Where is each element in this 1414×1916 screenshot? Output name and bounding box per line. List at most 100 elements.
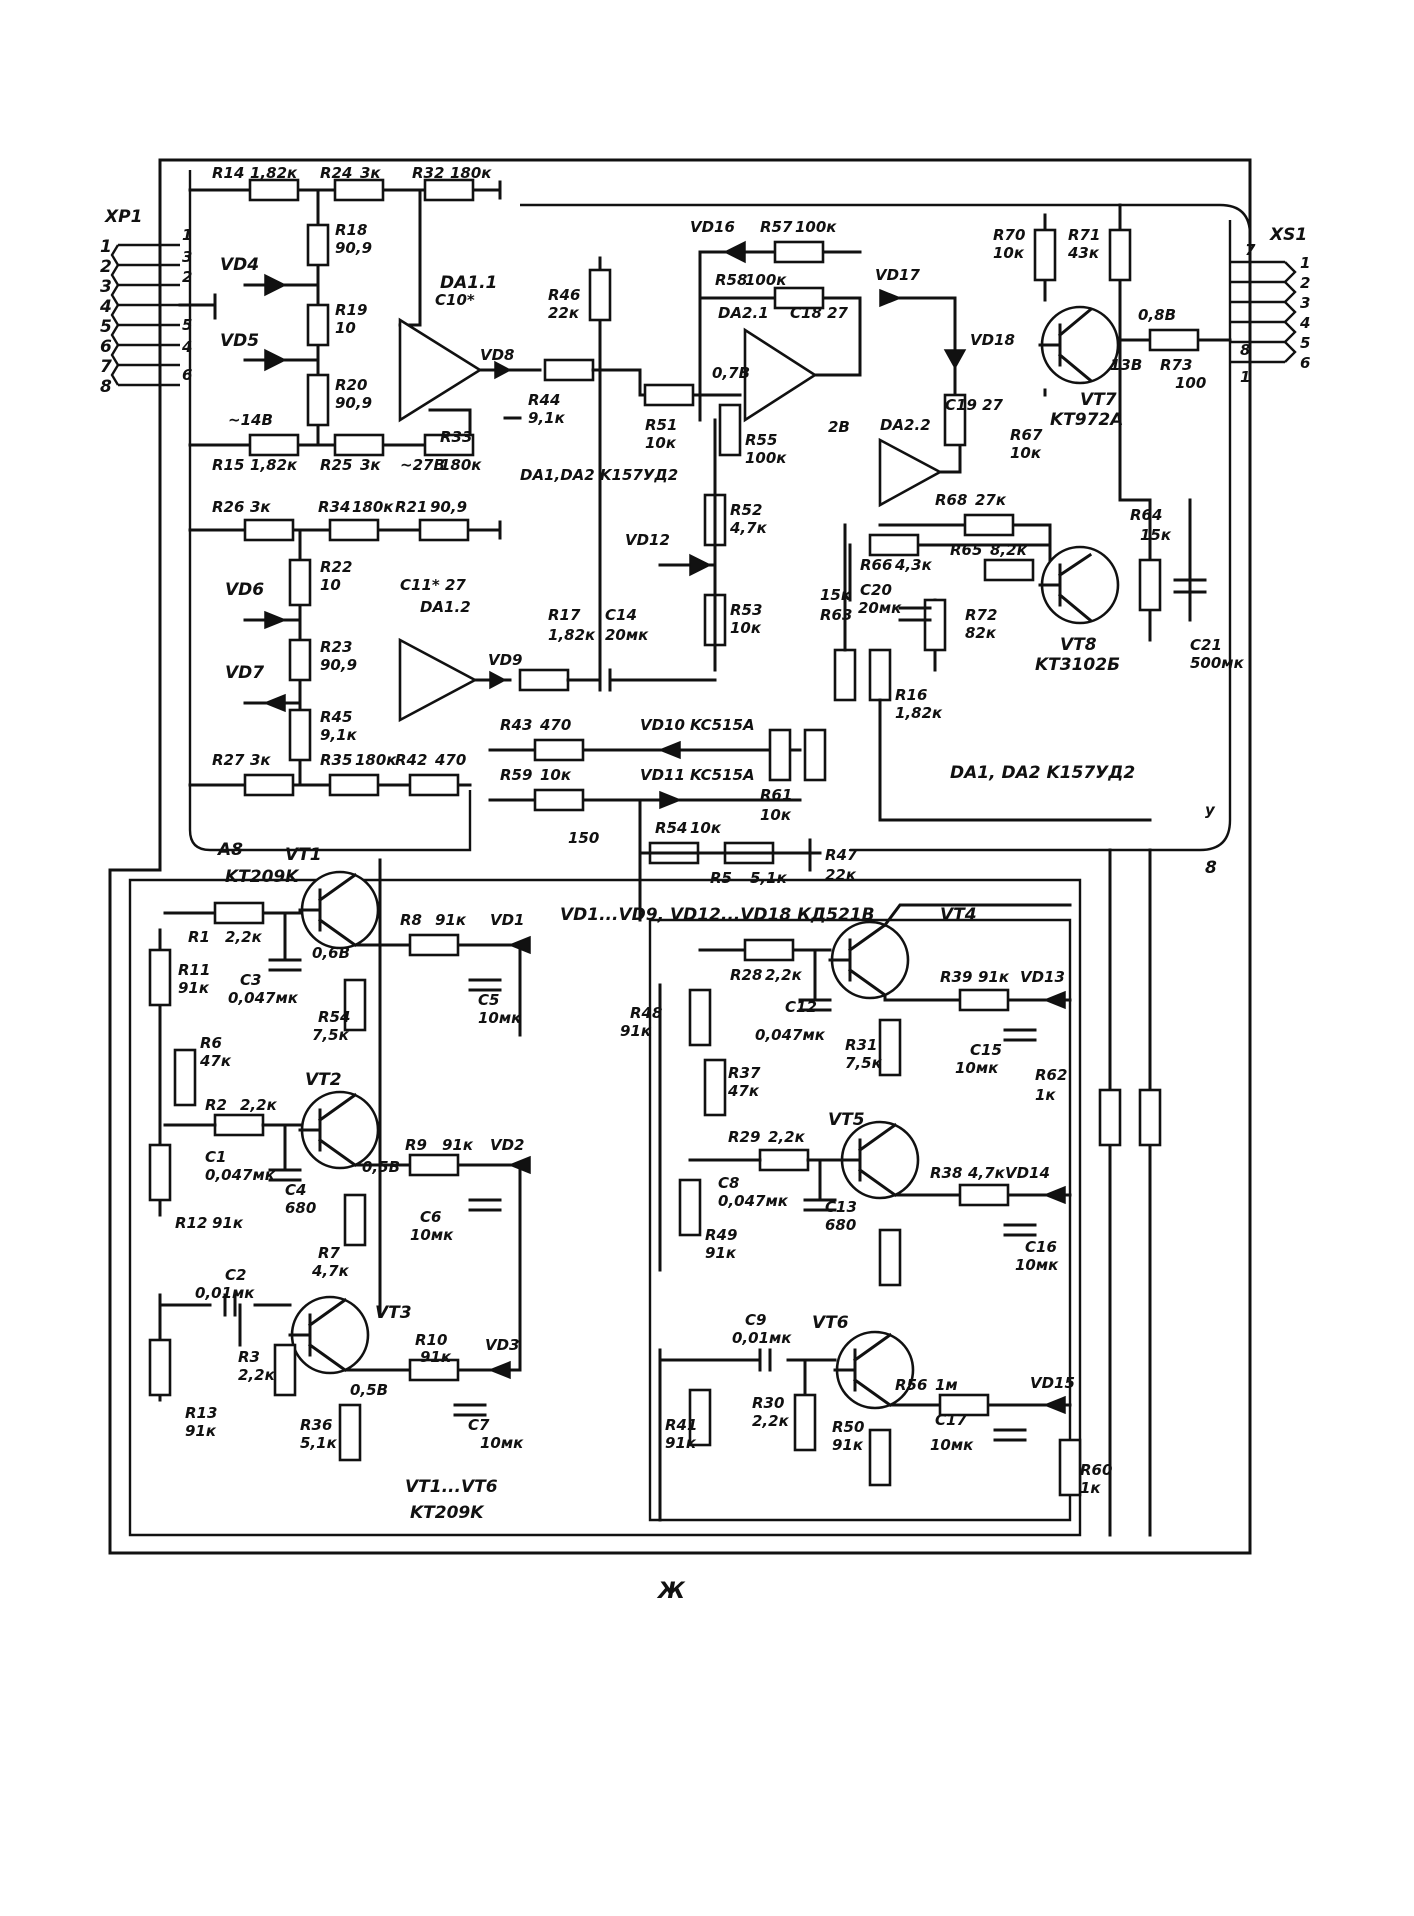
svg-text:R60: R60 [1080,1461,1112,1479]
svg-text:DA2.1: DA2.1 [718,304,769,322]
svg-text:C6: C6 [420,1208,441,1226]
svg-text:47к: 47к [727,1082,760,1100]
svg-text:R54: R54 [318,1008,350,1026]
svg-text:R61: R61 [760,786,792,804]
svg-text:8,2к: 8,2к [990,541,1028,559]
svg-text:0,6В: 0,6В [312,944,350,962]
svg-text:2,2к: 2,2к [768,1128,806,1146]
svg-text:C15: C15 [970,1041,1002,1059]
svg-text:R37: R37 [728,1064,761,1082]
svg-text:5,1к: 5,1к [300,1434,338,1452]
svg-text:VD12: VD12 [625,531,670,549]
svg-text:VT5: VT5 [828,1110,865,1130]
r65-resistor [868,533,920,557]
vd15-diode [1042,1395,1066,1415]
svg-text:C16: C16 [1025,1238,1057,1256]
svg-text:C8: C8 [718,1174,739,1192]
svg-text:R72: R72 [965,606,997,624]
svg-text:KT209K: KT209K [410,1503,485,1523]
r13-resistor [408,1358,460,1382]
svg-text:22к: 22к [548,304,580,322]
vd8-diode [494,360,512,380]
svg-text:0,5В: 0,5В [362,1158,400,1176]
svg-text:C17: C17 [935,1411,967,1429]
svg-text:90,9: 90,9 [335,394,372,412]
r40-resistor [878,1228,902,1287]
svg-text:A8: A8 [216,840,243,860]
svg-text:C12: C12 [785,998,817,1016]
r10-resistor [338,1403,362,1462]
svg-text:R45: R45 [320,708,352,726]
svg-text:15к: 15к [820,586,852,604]
svg-text:0,047мк: 0,047мк [755,1026,826,1044]
svg-text:R20: R20 [335,376,367,394]
svg-text:3к: 3к [250,498,271,516]
svg-text:VD15: VD15 [1030,1374,1075,1392]
svg-text:KC515A: KC515A [690,716,755,734]
svg-text:4: 4 [181,338,192,356]
svg-text:R15: R15 [212,456,244,474]
svg-text:R55: R55 [745,431,777,449]
vd12-diode [689,553,712,577]
svg-text:R22: R22 [320,558,352,576]
xp1-connector: XP1 1 2 3 4 5 6 7 8 1 3 2 5 4 6 [99,207,217,397]
r61-resistor [803,728,827,782]
c12-capacitor [798,998,832,1012]
svg-text:R1: R1 [188,928,210,946]
svg-text:10мк: 10мк [478,1009,522,1027]
svg-text:C1: C1 [205,1148,226,1166]
svg-text:VD3: VD3 [485,1336,520,1354]
svg-text:R13: R13 [185,1404,217,1422]
da1-2-opamp [398,637,478,723]
svg-text:KT209K: KT209K [225,867,300,887]
svg-text:R10: R10 [415,1331,447,1349]
r33-resistor [423,433,475,457]
svg-text:90,9: 90,9 [320,656,357,674]
svg-text:150: 150 [568,829,599,847]
svg-text:43к: 43к [1067,244,1100,262]
svg-text:R5: R5 [710,869,732,887]
r49-resistor [958,1183,1010,1207]
svg-text:10к: 10к [1010,444,1042,462]
r57-resistor [773,240,825,264]
svg-text:2,2к: 2,2к [240,1096,278,1114]
svg-text:10к: 10к [540,766,572,784]
r41-resistor [868,1428,892,1487]
svg-text:VT3: VT3 [375,1303,412,1323]
svg-text:R73: R73 [1160,356,1192,374]
vd4-diode [264,273,287,297]
r51-resistor [643,383,695,407]
r68-resistor [963,513,1015,537]
svg-text:R7: R7 [318,1244,341,1262]
svg-text:VT1...VT6: VT1...VT6 [405,1477,498,1497]
r36-resistor [743,938,795,962]
svg-text:VD18: VD18 [970,331,1015,349]
svg-text:VD7: VD7 [225,663,264,683]
r38-resistor [793,1393,817,1452]
svg-text:2: 2 [182,268,192,286]
svg-text:C14: C14 [605,606,637,624]
svg-text:R19: R19 [335,301,367,319]
c20-capacitor [898,606,932,622]
svg-text:6: 6 [182,366,192,384]
svg-text:8: 8 [100,377,112,397]
svg-text:C11* 27: C11* 27 [400,576,466,594]
svg-text:VD6: VD6 [225,580,264,600]
svg-text:R64: R64 [1130,506,1162,524]
svg-text:0,7В: 0,7В [712,364,750,382]
c3-capacitor [268,958,302,972]
svg-text:7: 7 [100,357,112,377]
svg-text:R70: R70 [993,226,1025,244]
r72-resistor [1138,558,1162,612]
svg-text:R54: R54 [655,819,687,837]
svg-text:R17: R17 [548,606,581,624]
svg-text:90,9: 90,9 [335,239,372,257]
svg-text:0,01мк: 0,01мк [732,1329,792,1347]
r5-resistor [213,901,265,925]
r55-resistor [718,403,742,457]
svg-text:0,047мк: 0,047мк [205,1166,276,1184]
vd9-diode [489,670,507,690]
svg-text:22к: 22к [825,866,857,884]
svg-text:VD16: VD16 [690,218,735,236]
